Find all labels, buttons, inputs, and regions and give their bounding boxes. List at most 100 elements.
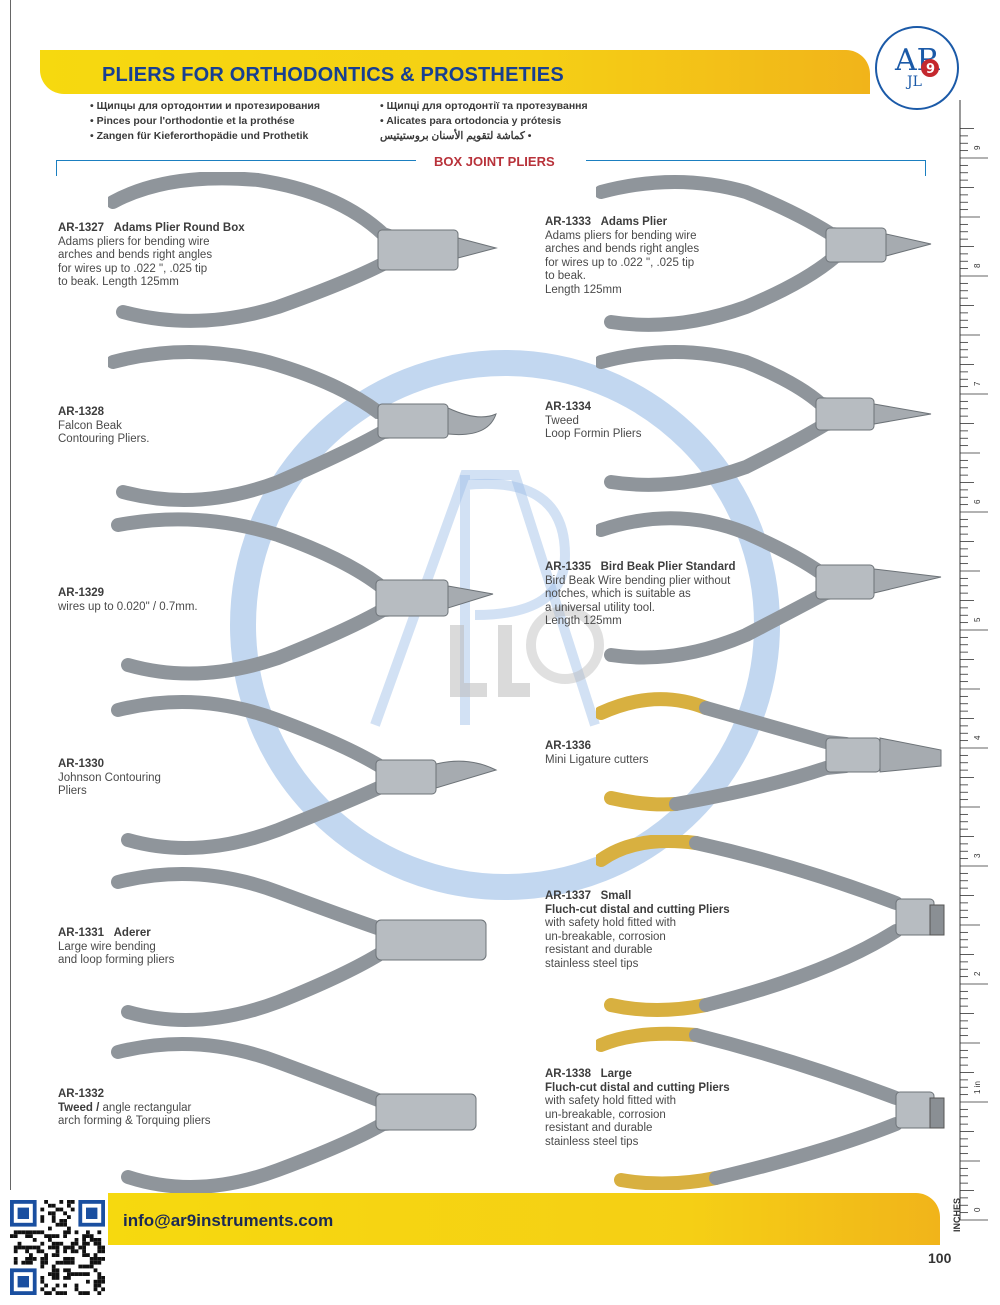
product-line: Adams pliers for bending wire — [58, 235, 210, 248]
product-line: Length 125mm — [545, 283, 622, 296]
ruler-number: 3 — [973, 853, 982, 858]
product-line: with safety hold fitted with — [545, 1095, 677, 1108]
page-number: 100 — [928, 1250, 952, 1266]
plier-image-ar-1338 — [596, 1026, 945, 1190]
product-ar-1338: AR-1338 Large Fluch-cut distal and cutti… — [545, 1068, 730, 1150]
product-line: for wires up to .022 ", .025 tip — [58, 262, 208, 275]
ruler-number: 0 — [973, 1207, 982, 1212]
product-ar-1336: AR-1336 Mini Ligature cutters — [545, 740, 649, 767]
logo-text-bottom: JL — [905, 74, 922, 90]
qr-modules — [10, 1200, 105, 1295]
product-code: AR-1329 — [58, 587, 105, 599]
product-code: AR-1327 — [58, 222, 105, 234]
ruler-number: 8 — [973, 263, 982, 268]
product-line: Bird Beak Wire bending plier without — [545, 574, 731, 587]
product-line: wires up to 0.020" / 0.7mm. — [58, 600, 198, 613]
product-ar-1337: AR-1337 Small Fluch-cut distal and cutti… — [545, 890, 730, 972]
product-name: Adams Plier Round Box — [113, 222, 245, 234]
product-code: AR-1333 — [545, 216, 592, 228]
plier-image-ar-1330 — [111, 695, 498, 855]
product-ar-1334: AR-1334 Tweed Loop Formin Pliers — [545, 401, 642, 442]
subtitle-arabic: كماشة لتقويم الأسنان بروستيتيس • — [380, 130, 532, 142]
product-line: un-breakable, corrosion — [545, 930, 666, 943]
ruler-number: 4 — [973, 735, 982, 740]
product-code: AR-1335 — [545, 561, 592, 573]
product-line: to beak. — [545, 270, 586, 283]
footer-banner — [108, 1193, 940, 1245]
plier-image-ar-1333 — [596, 175, 932, 332]
page-title: PLIERS FOR ORTHODONTICS & PROSTHETIES — [102, 64, 564, 86]
product-ar-1330: AR-1330 Johnson Contouring Pliers — [58, 758, 161, 799]
subtitle-ukrainian: • Щипці для ортодонтії та протезування — [380, 100, 588, 112]
product-line: a universal utility tool. — [545, 601, 655, 614]
product-line: stainless steel tips — [545, 957, 639, 970]
product-code: AR-1332 — [58, 1088, 105, 1100]
product-line: angle rectangular — [99, 1101, 192, 1114]
product-name: Adams Plier — [600, 216, 668, 228]
product-code: AR-1330 — [58, 758, 105, 770]
ruler-number: 5 — [973, 617, 982, 622]
product-bold-line: Fluch-cut distal and cutting Pliers — [545, 1081, 730, 1094]
product-line: notches, which is suitable as — [545, 588, 691, 601]
product-name: Bird Beak Plier Standard — [600, 561, 736, 573]
product-line: with safety hold fitted with — [545, 917, 677, 930]
ruler-number: 6 — [973, 499, 982, 504]
product-line: Contouring Pliers. — [58, 433, 150, 446]
product-code: AR-1338 — [545, 1068, 592, 1080]
logo-digit: 9 — [926, 62, 935, 77]
subtitle-russian: • Щипцы для ортодонтии и протезирования — [90, 100, 321, 112]
product-line: arch forming & Torquing pliers — [58, 1115, 211, 1128]
ruler-number: 1 in — [973, 1081, 982, 1094]
brand-logo: AR JL 9 — [875, 26, 959, 110]
section-title: BOX JOINT PLIERS — [434, 154, 555, 169]
product-line: Pliers — [58, 785, 87, 798]
qr-finder-patterns — [10, 1200, 105, 1295]
product-line: Length 125mm — [545, 615, 622, 628]
product-name: Small — [600, 890, 632, 902]
plier-image-ar-1331 — [111, 867, 487, 1027]
product-code: AR-1337 — [545, 890, 592, 902]
plier-image-ar-1335 — [596, 511, 942, 665]
product-line: Falcon Beak — [58, 419, 122, 432]
plier-image-ar-1328 — [108, 345, 497, 507]
product-ar-1327: AR-1327 Adams Plier Round Box Adams plie… — [58, 222, 245, 290]
product-code: AR-1334 — [545, 401, 592, 413]
product-line: Johnson Contouring — [58, 771, 161, 784]
product-line: resistant and durable — [545, 944, 653, 957]
section-divider — [56, 160, 926, 176]
product-ar-1335: AR-1335 Bird Beak Plier Standard Bird Be… — [545, 561, 735, 629]
footer-email[interactable]: info@ar9instruments.com — [123, 1211, 334, 1230]
product-line: arches and bends right angles — [545, 243, 700, 256]
plier-image-ar-1337 — [596, 835, 945, 1017]
product-bold-line: Fluch-cut distal and cutting Pliers — [545, 903, 730, 916]
product-line: Tweed — [545, 414, 579, 427]
product-line: Loop Formin Pliers — [545, 428, 642, 441]
product-line: for wires up to .022 ", .025 tip — [545, 256, 695, 269]
product-ar-1329: AR-1329 wires up to 0.020" / 0.7mm. — [58, 587, 198, 614]
qr-code — [10, 1200, 105, 1295]
plier-image-ar-1336 — [596, 692, 942, 812]
product-line: un-breakable, corrosion — [545, 1108, 666, 1121]
plier-image-ar-1329 — [111, 512, 494, 681]
product-ar-1333: AR-1333 Adams Plier Adams pliers for ben… — [545, 216, 699, 298]
brand-logo-mark: AR JL 9 — [894, 43, 941, 90]
subtitle-spanish: • Alicates para ortodoncia y prótesis — [380, 115, 562, 127]
product-line: arches and bends right angles — [58, 249, 213, 262]
plier-image-ar-1334 — [596, 345, 932, 492]
product-line: to beak. Length 125mm — [58, 276, 179, 289]
ruler-unit-label: INCHES — [952, 1197, 962, 1232]
product-ar-1331: AR-1331 Aderer Large wire bending and lo… — [58, 927, 174, 968]
title-banner — [40, 50, 870, 94]
logo-dot — [921, 59, 939, 77]
product-line: Large wire bending — [58, 940, 156, 953]
ruler-number: 7 — [973, 381, 982, 386]
product-line: and loop forming pliers — [58, 954, 175, 967]
product-name: Large — [600, 1068, 632, 1080]
product-ar-1328: AR-1328 Falcon Beak Contouring Pliers. — [58, 406, 149, 447]
ruler-number: 2 — [973, 971, 982, 976]
plier-image-ar-1332 — [111, 1037, 477, 1194]
product-line: stainless steel tips — [545, 1135, 639, 1148]
product-code: AR-1331 — [58, 927, 105, 939]
